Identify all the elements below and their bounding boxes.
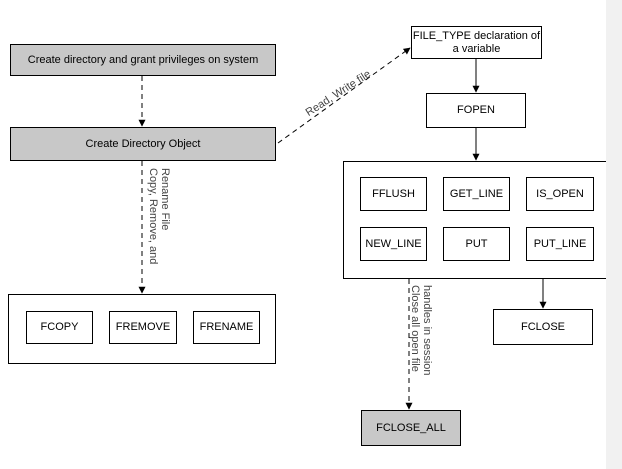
node-new-line: NEW_LINE [360, 227, 427, 261]
node-create-directory-object: Create Directory Object [10, 127, 276, 161]
node-fopen: FOPEN [426, 93, 526, 128]
connector-object-to-filetype [277, 47, 411, 144]
node-fclose-all: FCLOSE_ALL [361, 410, 461, 446]
right-edge-strip [606, 0, 622, 469]
node-fclose: FCLOSE [493, 309, 593, 345]
node-fflush: FFLUSH [360, 177, 427, 211]
label-close-all: Close all open file handles in session [409, 285, 433, 376]
label-copy-remove-rename-line2: Rename File [159, 168, 171, 230]
node-put-line: PUT_LINE [526, 227, 594, 261]
node-fremove: FREMOVE [109, 311, 177, 344]
node-get-line: GET_LINE [443, 177, 510, 211]
label-copy-remove-rename: Copy, Remove, and Rename File [147, 168, 171, 264]
node-fcopy: FCOPY [26, 311, 93, 344]
node-create-directory-grant: Create directory and grant privileges on… [10, 44, 276, 76]
group-file-operations [8, 294, 276, 364]
node-frename: FRENAME [193, 311, 260, 344]
node-is-open: IS_OPEN [526, 177, 594, 211]
label-copy-remove-rename-line1: Copy, Remove, and [147, 168, 159, 264]
label-close-all-line2: handles in session [421, 285, 433, 376]
node-file-type-declaration: FILE_TYPE declaration of a variable [411, 26, 542, 59]
node-put: PUT [443, 227, 510, 261]
label-read-write: Read, Write file [304, 68, 373, 119]
label-close-all-line1: Close all open file [409, 285, 421, 372]
